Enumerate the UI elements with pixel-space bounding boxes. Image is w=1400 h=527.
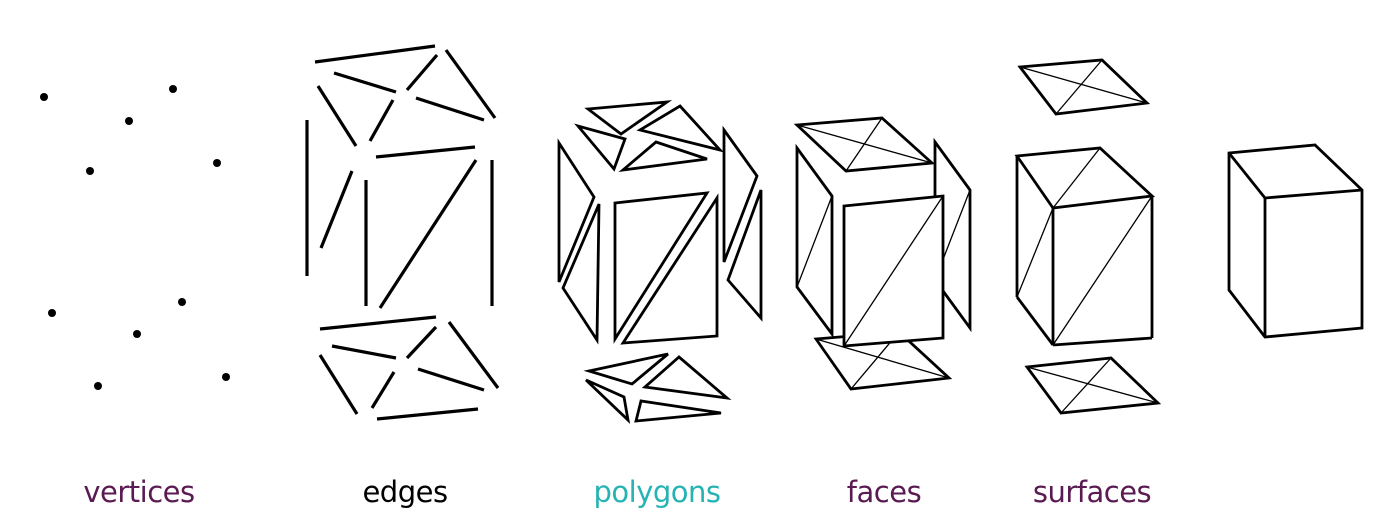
edge-line xyxy=(375,145,476,159)
faces-group xyxy=(793,116,972,391)
surfaces-group xyxy=(1014,58,1162,415)
edge-line xyxy=(314,44,436,64)
polygon-triangle xyxy=(574,123,627,172)
vertices-group xyxy=(40,85,230,390)
polygon-triangle xyxy=(722,125,759,263)
edge-line xyxy=(319,315,437,331)
surface-quad xyxy=(1017,58,1151,116)
surface-diagonal xyxy=(1052,195,1153,346)
edge-line xyxy=(370,371,396,409)
surface-edge xyxy=(1015,296,1055,346)
caption-surfaces: surfaces xyxy=(1032,475,1152,509)
polygon-triangle xyxy=(557,138,596,283)
vertex-dot xyxy=(40,93,48,101)
surface-diagonal xyxy=(1052,147,1101,209)
edge-line xyxy=(405,53,439,92)
vertex-dot xyxy=(133,330,141,338)
edge-line xyxy=(447,321,500,389)
vertex-dot xyxy=(48,309,56,317)
surface-diagonal xyxy=(1060,357,1112,414)
polygon-triangle xyxy=(584,100,673,136)
edge-line xyxy=(319,170,354,249)
surface-quad xyxy=(1014,146,1156,210)
polygon-triangle xyxy=(641,355,732,401)
polygon-triangle xyxy=(613,191,710,344)
box-edge xyxy=(1227,152,1267,199)
polygon-triangle xyxy=(618,140,708,173)
face-diagonal xyxy=(796,195,833,288)
edge-line xyxy=(368,99,395,142)
polygon-triangle xyxy=(726,189,763,322)
edge-line xyxy=(415,96,485,122)
vertex-dot xyxy=(125,117,133,125)
polygon-triangle xyxy=(585,378,631,424)
edge-line xyxy=(318,354,359,415)
edge-line xyxy=(378,159,478,309)
vertex-dot xyxy=(178,298,186,306)
edges-group xyxy=(305,44,500,421)
polygons-group xyxy=(557,100,763,424)
surface-diagonal xyxy=(1026,366,1159,404)
edge-line xyxy=(405,325,438,360)
surface-edge xyxy=(1052,336,1153,347)
solid-box-group xyxy=(1227,143,1364,339)
face-diagonal xyxy=(815,338,950,379)
edge-line xyxy=(333,71,397,94)
vertex-dot xyxy=(222,373,230,381)
polygon-triangle xyxy=(634,399,722,423)
box-outline xyxy=(1227,143,1364,339)
vertex-dot xyxy=(213,159,221,167)
caption-polygons: polygons xyxy=(593,475,721,509)
surface-diagonal xyxy=(1016,207,1054,298)
edge-line xyxy=(376,407,479,421)
surface-diagonal xyxy=(1019,66,1148,104)
caption-faces: faces xyxy=(846,475,922,509)
edge-line xyxy=(417,367,485,392)
face-diagonal xyxy=(845,117,883,172)
vertex-dot xyxy=(169,85,177,93)
polygon-triangle xyxy=(561,203,601,345)
surface-diagonal xyxy=(1055,59,1103,115)
edge-line xyxy=(316,85,358,147)
caption-vertices: vertices xyxy=(83,475,195,509)
face-diagonal xyxy=(843,195,944,347)
box-edge xyxy=(1264,188,1363,200)
edge-line xyxy=(444,49,497,119)
vertex-dot xyxy=(94,382,102,390)
polygon-triangle xyxy=(620,193,719,345)
polygon-triangle xyxy=(636,104,725,153)
polygon-triangle xyxy=(583,352,669,386)
vertex-dot xyxy=(86,167,94,175)
caption-edges: edges xyxy=(362,475,448,509)
face-quad xyxy=(795,143,834,339)
edge-line xyxy=(331,344,397,360)
